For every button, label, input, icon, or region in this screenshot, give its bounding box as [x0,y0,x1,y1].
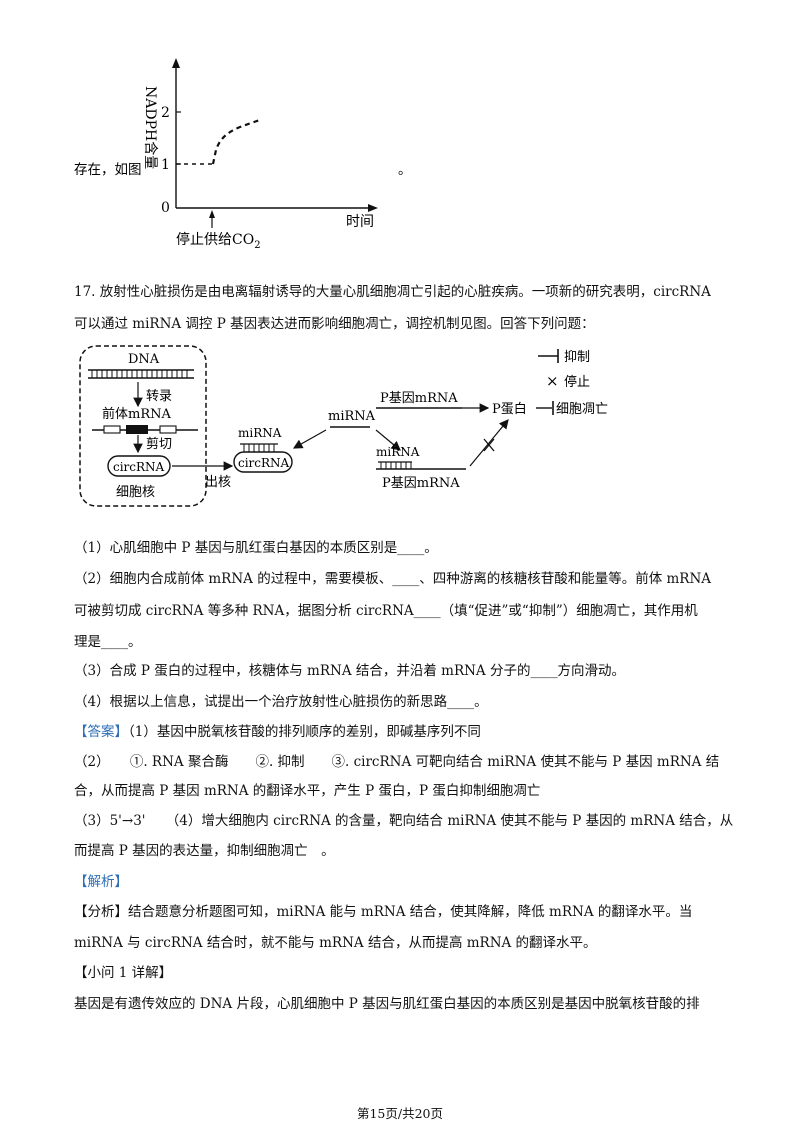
answer-2-line-2: 合，从而提高 P 基因 mRNA 的翻译水平，产生 P 蛋白，P 蛋白抑制细胞凋… [74,783,541,799]
y-tick-1: 1 [161,157,170,173]
nadph-graph-svg: 0 1 2 NADPH含量 时间 停止供给CO2 存在，如图 。 [74,58,412,251]
answer-tag: 【答案】 [74,724,128,740]
circrna-nucleus-label: circRNA [113,460,165,474]
analysis-line-1: 【分析】结合题意分析题图可知，miRNA 能与 mRNA 结合，使其降解，降低 … [74,904,693,920]
legend-stop-label: 停止 [564,374,590,390]
analysis-detail: 基因是有遗传效应的 DNA 片段，心肌细胞中 P 基因与肌红蛋白基因的本质区别是… [74,996,700,1012]
sub-question-2-line-2: 可被剪切成 circRNA 等多种 RNA，据图分析 circRNA____（填… [74,603,698,619]
answer-line-1: 【答案】（1）基因中脱氧核苷酸的排列顺序的差别，即碱基序列不同 [74,722,481,742]
analysis-sub-tag: 【小问 1 详解】 [74,965,173,981]
question-intro-2: 可以通过 miRNA 调控 P 基因表达进而影响细胞凋亡，调控机制见图。回答下列… [74,316,595,332]
splice-label: 剪切 [146,436,172,452]
mirna-bound-rungs [243,444,275,452]
nadph-curve [211,118,261,165]
sub-question-1: （1）心肌细胞中 P 基因与肌红蛋白基因的本质区别是____。 [74,540,438,556]
p-mrna-top-label: P基因mRNA [380,391,458,406]
blocked-cross [483,438,495,452]
export-label: 出核 [205,475,231,490]
stop-co2-arrow-head [209,210,215,218]
legend-stop-symbol: × [546,372,559,390]
sub-question-3: （3）合成 P 蛋白的过程中，核糖体与 mRNA 结合，并沿着 mRNA 分子的… [74,663,625,679]
stop-co2-label-main: 停止供给CO [176,231,254,248]
circrna-bound-shape [233,451,293,473]
graph-ylabel: NADPH含量 [142,86,158,169]
graph-right-text: 。 [398,162,412,178]
nadph-graph: 0 1 2 NADPH含量 时间 停止供给CO2 存在，如图 。 [0,0,800,260]
dna-label: DNA [128,352,160,367]
stop-co2-label: 停止供给CO2 [176,231,261,251]
x-axis-arrow [368,204,378,212]
mirna-bound-label: miRNA [238,426,282,440]
stop-co2-label-sub: 2 [254,240,260,251]
dna-rungs [91,370,188,378]
p-protein-label: P蛋白 [492,401,527,417]
graph-left-text: 存在，如图 [74,162,142,178]
exon-1 [103,425,121,434]
exon-3 [159,425,177,434]
page-footer: 第15页/共20页 [356,1106,444,1121]
exon-2-circ [126,425,148,434]
p-mrna-bottom-label: P基因mRNA [382,476,460,491]
mirna-lower-rungs [380,462,412,469]
answer-3-4-line-2: 而提高 P 基因的表达量，抑制细胞凋亡 。 [74,843,335,859]
sub-question-2-line-3: 理是____。 [74,634,142,650]
question-intro-1: 17. 放射性心脏损伤是由电离辐射诱导的大量心肌细胞凋亡引起的心脏疾病。一项新的… [74,284,711,300]
answer-1: （1）基因中脱氧核苷酸的排列顺序的差别，即碱基序列不同 [128,724,481,740]
y-tick-0: 0 [161,200,170,216]
legend-inhibit-label: 抑制 [564,350,590,365]
pre-mrna-label: 前体mRNA [102,406,171,422]
blocked-arrow [469,419,509,467]
circrna-bound-label: circRNA [238,456,290,470]
mirna-lower-label: miRNA [376,445,420,459]
y-tick-2: 2 [161,105,170,121]
mechanism-diagram-svg: DNA 转录 前体mRNA 剪切 circRNA 细胞核 出核 m [79,345,608,507]
sub-question-2-line-1: （2）细胞内合成前体 mRNA 的过程中，需要模板、____、四种游离的核糖核苷… [74,571,712,587]
answer-2-line-1: （2） ①. RNA 聚合酶 ②. 抑制 ③. circRNA 可靶向结合 mi… [74,754,720,770]
analysis-tag: 【解析】 [74,874,128,890]
y-axis-arrow [172,58,180,68]
analysis-line-2: miRNA 与 circRNA 结合时，就不能与 mRNA 结合，从而提高 mR… [74,935,597,951]
graph-xlabel: 时间 [346,214,374,230]
mechanism-diagram: DNA 转录 前体mRNA 剪切 circRNA 细胞核 出核 m [0,340,800,520]
transcription-label: 转录 [146,389,172,404]
mirna-center-label: miRNA [328,409,376,424]
answer-3-4-line-1: （3）5'→3' （4）增大细胞内 circRNA 的含量，靶向结合 miRNA… [74,813,734,829]
nucleus-label: 细胞核 [116,485,155,500]
mirna-to-pmrna-arrow [375,429,401,451]
mirna-to-circrna-arrow [292,429,327,449]
circrna-nucleus-shape [107,455,171,477]
apoptosis-label: 细胞凋亡 [556,402,608,417]
sub-question-4: （4）根据以上信息，试提出一个治疗放射性心脏损伤的新思路____。 [74,694,488,710]
